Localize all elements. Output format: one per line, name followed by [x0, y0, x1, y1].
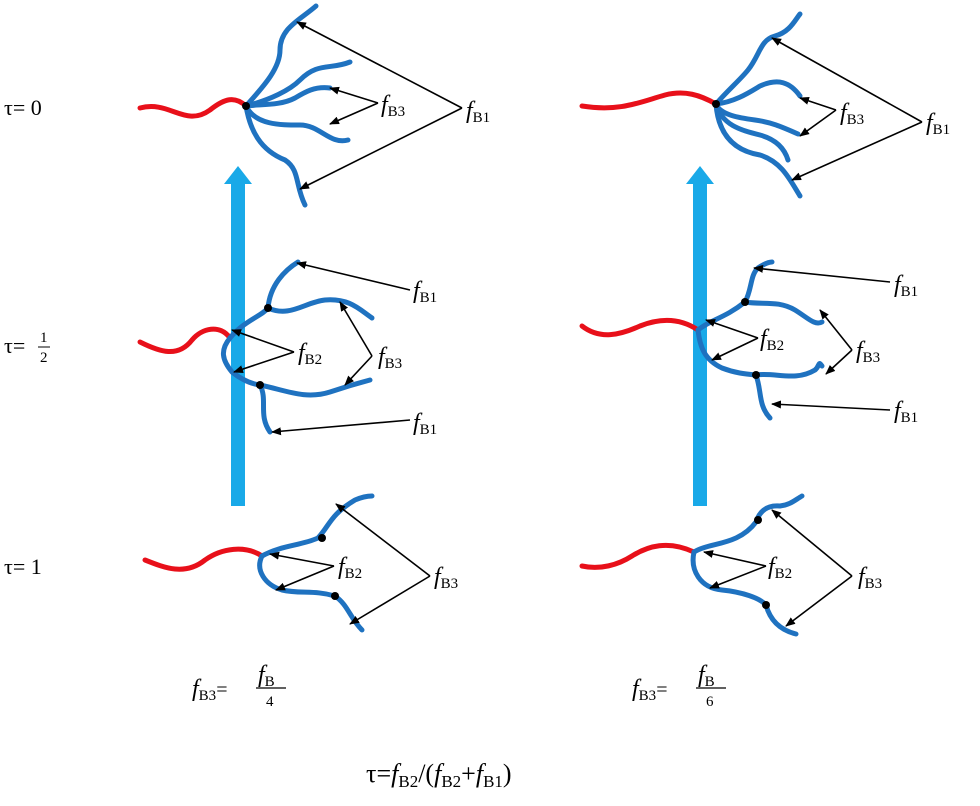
- right-arrows-tau1: [703, 509, 853, 627]
- caption-right-lhs: fB3=: [632, 676, 667, 704]
- label-fB2-right-tau1: fB2: [768, 554, 792, 582]
- caption-left-lhs: fB3=: [192, 676, 227, 704]
- right-arrows-tau1-2: [705, 264, 891, 411]
- left-structure-tau0: [137, 3, 353, 208]
- tau-label-half-den: 2: [40, 350, 48, 366]
- left-structure-tau1-2: [137, 259, 375, 435]
- left-arrows-tau1: [269, 503, 431, 625]
- label-fB3-right-tau0: fB3: [840, 100, 864, 128]
- label-fB3-left-tau0: fB3: [381, 92, 405, 120]
- label-fB1-right-top: fB1: [894, 272, 918, 300]
- label-fB1-right-tau0: fB1: [926, 110, 950, 138]
- label-fB3-right-tau1: fB3: [858, 564, 882, 592]
- label-fB1-left-bottom: fB1: [413, 410, 437, 438]
- caption-right-numerator: fB: [698, 662, 715, 690]
- progress-arrow-left: [224, 166, 252, 506]
- left-arrows-tau1-2: [231, 261, 411, 436]
- right-structure-tau1-2: [579, 259, 825, 421]
- left-structure-tau1: [142, 493, 375, 633]
- label-fB3-left-tau1: fB3: [434, 564, 458, 592]
- tau-label-1: τ= 1: [4, 554, 42, 579]
- caption-right-denominator: 6: [706, 694, 714, 710]
- caption-right: fB3= fB 6: [632, 662, 726, 710]
- label-fB1-left-tau0: fB1: [466, 98, 490, 126]
- label-fB1-left-top: fB1: [413, 278, 437, 306]
- tau-label-half-prefix: τ=: [4, 333, 25, 358]
- right-structure-tau0: [579, 11, 803, 199]
- label-fB2-left-tau1: fB2: [338, 554, 362, 582]
- right-arrows-tau0: [771, 37, 923, 181]
- caption-left: fB3= fB 4: [192, 662, 286, 710]
- label-fB2-left-half: fB2: [298, 340, 322, 368]
- label-fB3-right-half: fB3: [856, 338, 880, 366]
- tau-label-0: τ= 0: [4, 95, 42, 120]
- tau-formula: τ=fB2/(fB2+fB1): [366, 759, 512, 791]
- label-fB3-left-half: fB3: [378, 344, 402, 372]
- label-fB2-right-half: fB2: [760, 326, 784, 354]
- caption-left-denominator: 4: [266, 694, 274, 710]
- right-structure-tau1: [579, 493, 805, 637]
- caption-left-numerator: fB: [258, 662, 275, 690]
- tau-label-half-num: 1: [40, 330, 48, 346]
- label-fB1-right-bottom: fB1: [894, 398, 918, 426]
- left-arrows-tau0: [296, 21, 463, 190]
